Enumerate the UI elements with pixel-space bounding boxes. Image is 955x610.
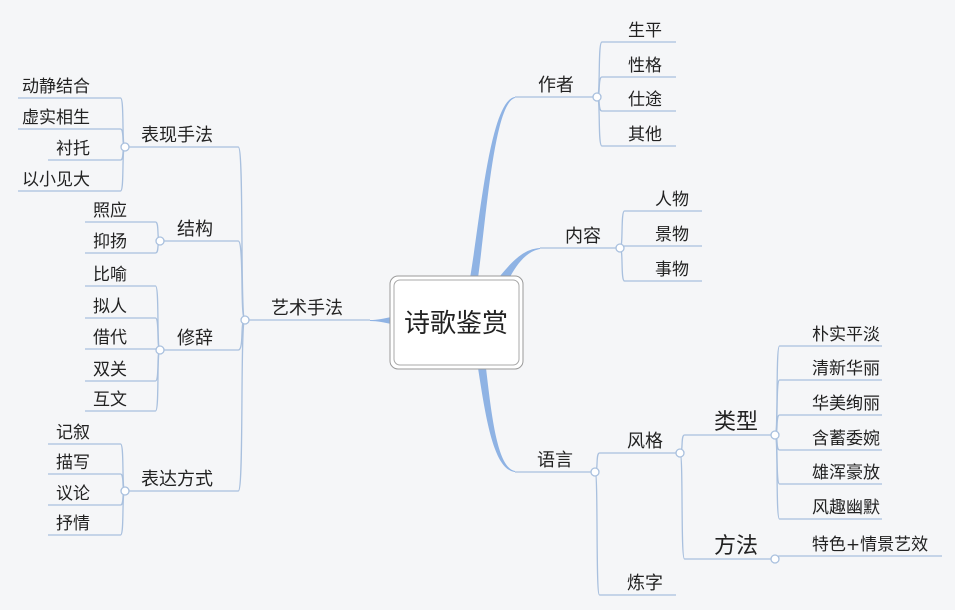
expression-collapse-toggle[interactable] xyxy=(120,142,130,152)
style-collapse-toggle[interactable] xyxy=(675,448,685,458)
method-collapse-toggle[interactable] xyxy=(770,554,780,564)
leaf-content[interactable]: 人物 xyxy=(655,190,689,210)
node-art[interactable]: 艺术手法 xyxy=(271,298,343,319)
leaf-content[interactable]: 事物 xyxy=(655,260,689,280)
node-method[interactable]: 方法 xyxy=(714,534,758,559)
root-label: 诗歌鉴赏 xyxy=(404,309,508,339)
leaf-type[interactable]: 雄浑豪放 xyxy=(812,462,880,483)
connector xyxy=(774,434,785,520)
node-style[interactable]: 风格 xyxy=(627,431,663,452)
leaf-rhetoric[interactable]: 比喻 xyxy=(93,265,127,285)
language-collapse-toggle[interactable] xyxy=(590,467,600,477)
connector xyxy=(115,490,126,536)
connector xyxy=(679,452,690,560)
connector xyxy=(115,146,126,192)
main-branch-art xyxy=(370,317,391,324)
leaf-expression[interactable]: 动静结合 xyxy=(22,77,90,97)
leaf-type[interactable]: 华美绚丽 xyxy=(812,394,880,414)
leaf-mode[interactable]: 议论 xyxy=(56,484,90,504)
content-collapse-toggle[interactable] xyxy=(615,243,625,253)
node-language[interactable]: 语言 xyxy=(537,450,573,471)
leaf-type[interactable]: 风趣幽默 xyxy=(812,498,880,518)
leaf-rhetoric[interactable]: 双关 xyxy=(93,360,127,380)
leaf-method[interactable]: 特色+情景艺效 xyxy=(812,535,928,555)
leaf-expression[interactable]: 虚实相生 xyxy=(22,108,90,128)
node-content[interactable]: 内容 xyxy=(565,226,601,247)
leaf-structure[interactable]: 抑扬 xyxy=(93,232,127,252)
leaf-structure[interactable]: 照应 xyxy=(93,201,127,221)
connector xyxy=(619,247,630,282)
main-branch-author xyxy=(470,97,515,278)
node-wording[interactable]: 炼字 xyxy=(627,573,663,594)
leaf-expression[interactable]: 衬托 xyxy=(56,139,90,159)
main-branch-content xyxy=(500,248,540,277)
root-node[interactable]: 诗歌鉴赏 xyxy=(389,275,524,370)
leaf-expression[interactable]: 以小见大 xyxy=(22,170,90,190)
connector xyxy=(594,471,605,596)
leaf-author[interactable]: 其他 xyxy=(628,125,662,145)
leaf-rhetoric[interactable]: 借代 xyxy=(93,328,127,348)
leaf-mode[interactable]: 记叙 xyxy=(56,423,90,443)
leaf-type[interactable]: 朴实平淡 xyxy=(812,325,880,345)
node-author[interactable]: 作者 xyxy=(538,75,574,96)
art-collapse-toggle[interactable] xyxy=(240,315,250,325)
node-structure[interactable]: 结构 xyxy=(177,219,213,240)
structure-collapse-toggle[interactable] xyxy=(155,236,165,246)
connector xyxy=(230,319,246,492)
node-type[interactable]: 类型 xyxy=(714,410,758,435)
connector xyxy=(619,210,630,249)
leaf-author[interactable]: 性格 xyxy=(628,56,662,76)
mode-collapse-toggle[interactable] xyxy=(120,486,130,496)
type-collapse-toggle[interactable] xyxy=(770,430,780,440)
leaf-type[interactable]: 含蓄委婉 xyxy=(812,429,880,449)
node-rhetoric[interactable]: 修辞 xyxy=(177,328,213,349)
leaf-author[interactable]: 生平 xyxy=(628,21,662,41)
main-branch-language xyxy=(478,368,515,472)
rhetoric-collapse-toggle[interactable] xyxy=(155,345,165,355)
leaf-mode[interactable]: 抒情 xyxy=(56,514,90,534)
node-mode[interactable]: 表达方式 xyxy=(141,469,213,490)
leaf-author[interactable]: 仕途 xyxy=(628,90,662,110)
node-expression[interactable]: 表现手法 xyxy=(141,125,213,146)
connector xyxy=(596,96,608,147)
leaf-type[interactable]: 清新华丽 xyxy=(812,359,880,379)
leaf-rhetoric[interactable]: 拟人 xyxy=(93,297,127,317)
leaf-rhetoric[interactable]: 互文 xyxy=(93,390,127,410)
author-collapse-toggle[interactable] xyxy=(592,92,602,102)
leaf-content[interactable]: 景物 xyxy=(655,225,689,245)
leaf-mode[interactable]: 描写 xyxy=(56,453,90,473)
